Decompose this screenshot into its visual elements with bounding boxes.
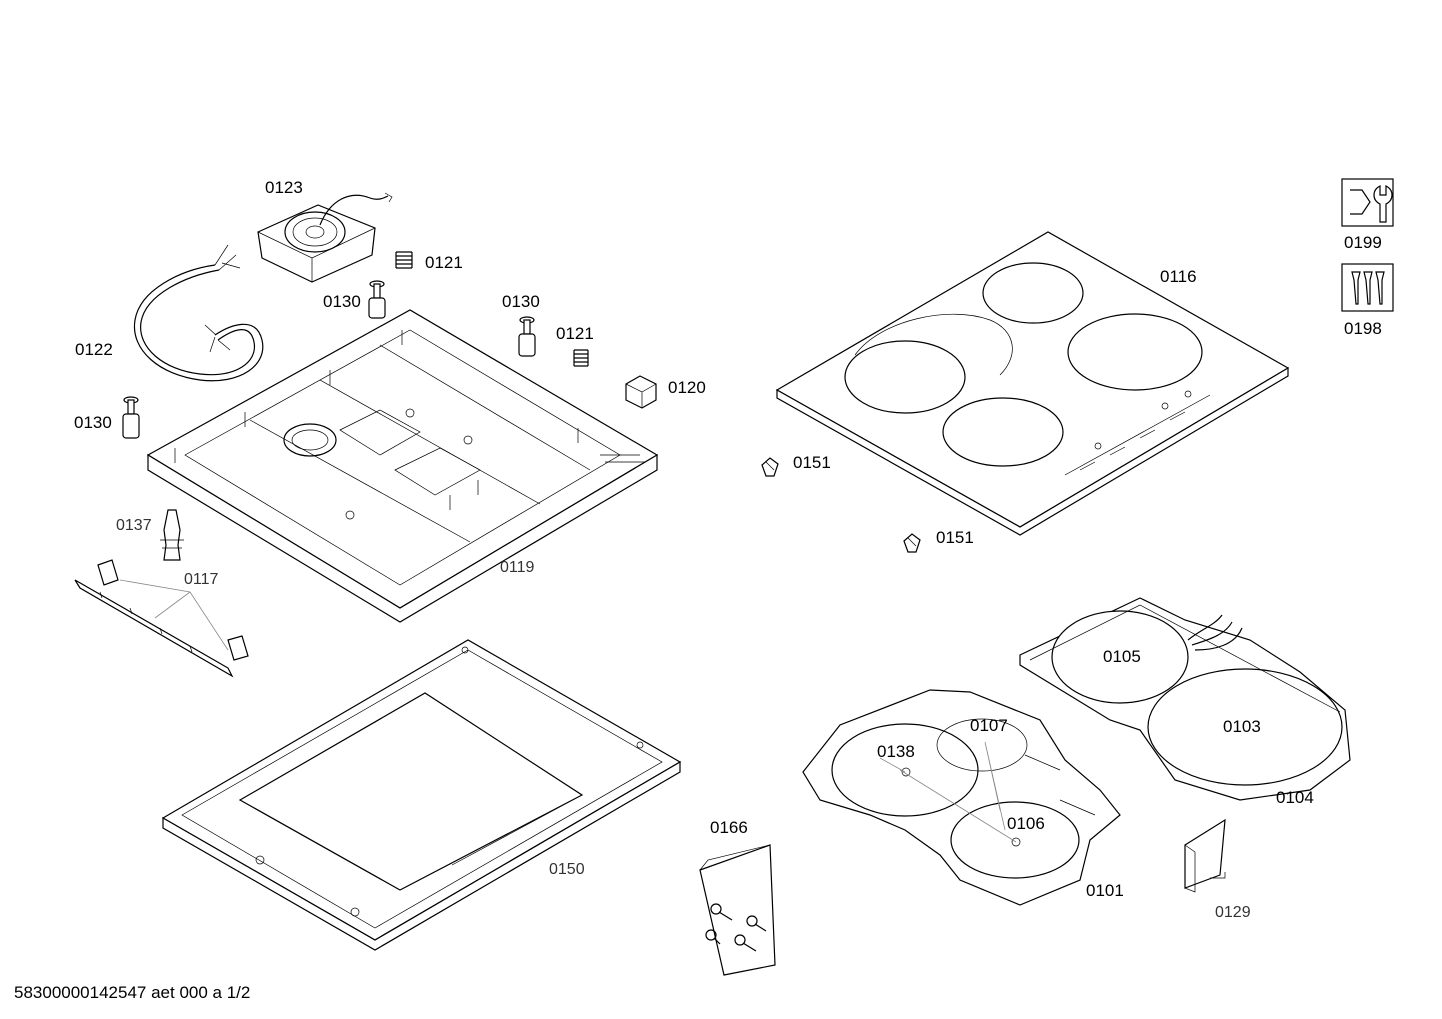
label-0130-c: 0130 (74, 413, 112, 432)
label-0101: 0101 (1086, 881, 1124, 900)
label-0123: 0123 (265, 178, 303, 197)
foot-c (122, 396, 140, 439)
label-0120: 0120 (668, 378, 706, 397)
label-0137: 0137 (116, 517, 152, 534)
foot-b (518, 316, 536, 357)
induction-carrier-left (802, 689, 1121, 906)
label-0103: 0103 (1223, 717, 1261, 736)
label-0104: 0104 (1276, 788, 1314, 807)
label-0117: 0117 (184, 571, 219, 588)
mounting-rail (74, 559, 249, 678)
induction-carrier-right (1019, 597, 1351, 801)
base-housing (146, 309, 659, 623)
spring-top (395, 251, 413, 269)
screws-icon (1341, 263, 1394, 312)
label-0116: 0116 (1160, 267, 1197, 286)
label-0151-b: 0151 (936, 528, 974, 547)
footer-document-id: 58300000142547 aet 000 a 1/2 (14, 983, 250, 1002)
label-0166: 0166 (710, 818, 748, 837)
clip-0151-b (903, 533, 921, 553)
power-cable (133, 244, 264, 382)
screw-bag (699, 844, 776, 976)
clip-0151-a (761, 457, 779, 477)
label-0199: 0199 (1344, 233, 1382, 252)
label-0121-a: 0121 (425, 253, 463, 272)
spring-right (573, 349, 589, 367)
label-0151-a: 0151 (793, 453, 831, 472)
label-0130-a: 0130 (323, 292, 361, 311)
bracket (1184, 818, 1226, 893)
label-0105: 0105 (1103, 647, 1141, 666)
fan-assembly (257, 192, 393, 283)
label-0121-b: 0121 (556, 324, 594, 343)
label-0138: 0138 (877, 742, 915, 761)
label-0107: 0107 (970, 716, 1008, 735)
clip-pin (160, 509, 184, 561)
glass-ceramic-top (775, 231, 1290, 536)
sensor-block (625, 375, 657, 409)
label-0150: 0150 (549, 861, 585, 878)
wrench-icon (1341, 178, 1394, 227)
label-0198: 0198 (1344, 319, 1382, 338)
label-0130-b: 0130 (502, 292, 540, 311)
label-0106: 0106 (1007, 814, 1045, 833)
foot-a (368, 280, 386, 319)
label-0119: 0119 (500, 559, 535, 576)
label-0122: 0122 (75, 340, 113, 359)
bottom-frame (161, 639, 682, 951)
label-0129: 0129 (1215, 904, 1251, 921)
